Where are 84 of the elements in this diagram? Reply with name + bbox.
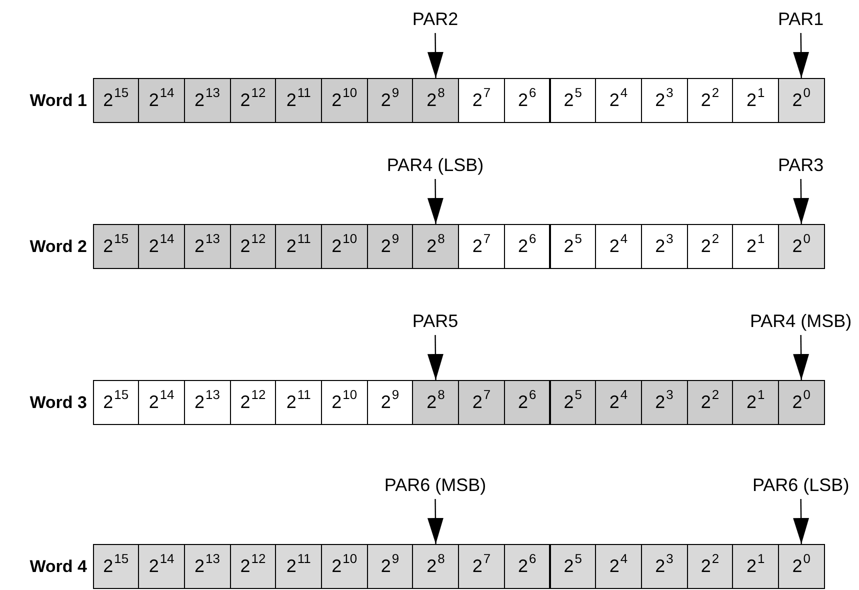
bit-cell: 2$^{13}$	[184, 380, 231, 425]
bit-cell: 2$^{15}$	[92, 78, 140, 123]
bit-cell: 2$^{8}$	[412, 380, 460, 425]
bit-cell: 2$^{14}$	[138, 78, 185, 123]
field-label: PAR1	[746, 8, 856, 30]
bit-cell: 2$^{0}$	[778, 544, 825, 589]
arrow	[427, 335, 444, 380]
bit-cell: 2$^{12}$	[230, 544, 276, 589]
bit-cell: 2$^{9}$	[366, 224, 414, 269]
bit-cell: 2$^{9}$	[366, 544, 414, 589]
bit-cell: 2$^{5}$	[550, 380, 596, 425]
row-label: Word 3	[30, 392, 87, 414]
bit-cell: 2$^{15}$	[92, 380, 140, 425]
bit-cell: 2$^{3}$	[640, 544, 688, 589]
arrow	[427, 499, 444, 544]
bit-cell: 2$^{0}$	[778, 224, 825, 269]
bit-cell: 2$^{14}$	[138, 544, 185, 589]
bit-cell: 2$^{8}$	[412, 544, 460, 589]
field-label: PAR3	[746, 154, 856, 176]
arrow	[793, 335, 810, 380]
arrow	[427, 179, 444, 224]
bit-cell: 2$^{11}$	[275, 224, 322, 269]
bit-cell: 2$^{1}$	[732, 78, 779, 123]
bit-cell: 2$^{13}$	[184, 224, 231, 269]
bit-cell: 2$^{11}$	[275, 78, 322, 123]
bit-cell: 2$^{13}$	[184, 544, 231, 589]
bit-cell: 2$^{11}$	[275, 380, 322, 425]
arrow	[793, 179, 810, 224]
bit-cell: 2$^{12}$	[230, 224, 276, 269]
bit-cell: 2$^{12}$	[230, 380, 276, 425]
bit-cell: 2$^{8}$	[412, 78, 460, 123]
field-label: PAR4 (MSB)	[746, 310, 856, 332]
bit-cell: 2$^{2}$	[686, 380, 734, 425]
bit-cell: 2$^{13}$	[184, 78, 231, 123]
bit-cell: 2$^{10}$	[321, 78, 368, 123]
bit-cell: 2$^{5}$	[550, 78, 596, 123]
bit-cell: 2$^{10}$	[321, 380, 368, 425]
bit-cell: 2$^{10}$	[321, 544, 368, 589]
field-label: PAR6 (LSB)	[746, 474, 856, 496]
bit-cell: 2$^{14}$	[138, 380, 185, 425]
bit-cell: 2$^{1}$	[732, 380, 779, 425]
bit-cell: 2$^{7}$	[458, 544, 505, 589]
bit-cell: 2$^{5}$	[550, 544, 596, 589]
bit-cell: 2$^{6}$	[504, 224, 550, 269]
bit-cell: 2$^{7}$	[458, 380, 505, 425]
arrow	[427, 33, 444, 78]
field-label: PAR4 (LSB)	[380, 154, 490, 176]
bit-cell: 2$^{2}$	[686, 224, 734, 269]
row-label: Word 1	[30, 90, 87, 112]
bit-cell: 2$^{0}$	[778, 380, 825, 425]
bit-cell: 2$^{3}$	[640, 380, 688, 425]
bit-cell: 2$^{3}$	[640, 78, 688, 123]
bit-cell: 2$^{10}$	[321, 224, 368, 269]
bit-cell: 2$^{14}$	[138, 224, 185, 269]
bit-cell: 2$^{4}$	[595, 78, 642, 123]
bit-cell: 2$^{0}$	[778, 78, 825, 123]
arrow	[793, 499, 810, 544]
bit-cell: 2$^{7}$	[458, 224, 505, 269]
bit-cell: 2$^{3}$	[640, 224, 688, 269]
bit-cell: 2$^{5}$	[550, 224, 596, 269]
field-label: PAR2	[380, 8, 490, 30]
bit-cell: 2$^{2}$	[686, 78, 734, 123]
bit-cell: 2$^{11}$	[275, 544, 322, 589]
bit-cell: 2$^{1}$	[732, 544, 779, 589]
bit-cell: 2$^{4}$	[595, 224, 642, 269]
bit-cell: 2$^{1}$	[732, 224, 779, 269]
bit-cell: 2$^{7}$	[458, 78, 505, 123]
bit-cell: 2$^{9}$	[366, 380, 414, 425]
field-label: PAR6 (MSB)	[380, 474, 490, 496]
arrow	[793, 33, 810, 78]
field-label: PAR5	[380, 310, 490, 332]
bit-cell: 2$^{9}$	[366, 78, 414, 123]
bit-cell: 2$^{6}$	[504, 380, 550, 425]
bit-cell: 2$^{15}$	[92, 544, 140, 589]
bit-cell: 2$^{15}$	[92, 224, 140, 269]
bit-cell: 2$^{2}$	[686, 544, 734, 589]
bit-cell: 2$^{6}$	[504, 78, 550, 123]
bit-cell: 2$^{12}$	[230, 78, 276, 123]
row-label: Word 4	[30, 556, 87, 578]
bit-cell: 2$^{4}$	[595, 544, 642, 589]
row-label: Word 2	[30, 236, 87, 258]
bit-cell: 2$^{8}$	[412, 224, 460, 269]
bit-cell: 2$^{4}$	[595, 380, 642, 425]
bit-cell: 2$^{6}$	[504, 544, 550, 589]
